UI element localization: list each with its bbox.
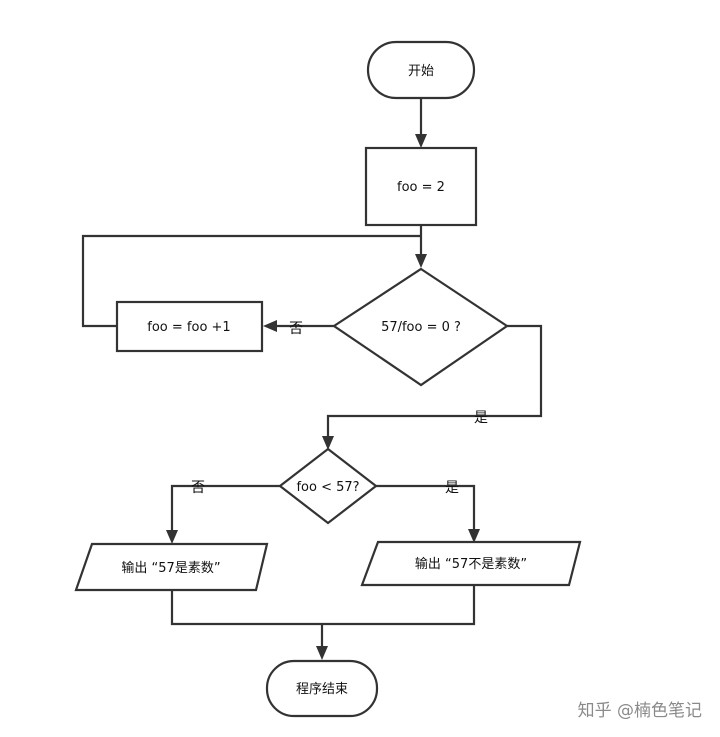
increment-label: foo = foo +1 [147,320,230,335]
less-no-label: 否 [191,480,205,496]
output-not-prime-io [360,540,582,587]
end-node [265,659,379,718]
arrowhead-down [166,530,178,544]
edge-labels: 否 是 否 是 [191,321,488,496]
arrowheads [166,134,480,660]
increment-process [115,300,264,353]
end-label: 程序结束 [296,682,348,697]
connectors [81,98,543,648]
divisible-decision [332,267,509,387]
edge-check-yes [326,324,543,440]
edge-not-prime-to-merge [322,585,476,626]
arrowhead-down [468,529,480,543]
init-label: foo = 2 [397,180,445,195]
start-node [366,40,476,100]
less-than-label: foo < 57? [296,480,359,495]
arrowhead-down [316,646,328,660]
node-labels: 开始 foo = 2 57/foo = 0 ? foo = foo +1 foo… [121,64,527,697]
divisible-no-label: 否 [289,321,303,337]
arrowhead-down [415,254,427,268]
edge-less-no [170,484,280,532]
edge-increment-loop [81,234,421,328]
arrowhead-down [415,134,427,148]
arrowhead-down [322,436,334,450]
init-process [364,146,478,227]
less-yes-label: 是 [445,480,459,496]
watermark: 知乎 @楠色笔记 [578,701,702,721]
output-not-prime-label: 输出 “57不是素数” [415,556,527,572]
arrowhead-left [263,320,277,332]
edge-prime-to-merge [170,590,322,626]
output-prime-label: 输出 “57是素数” [121,560,220,576]
output-prime-io [74,542,269,592]
edge-less-yes [376,484,476,531]
start-label: 开始 [408,64,434,79]
less-than-decision [278,447,378,525]
divisible-yes-label: 是 [474,410,488,426]
divisible-label: 57/foo = 0 ? [381,320,461,335]
shapes [74,40,582,718]
